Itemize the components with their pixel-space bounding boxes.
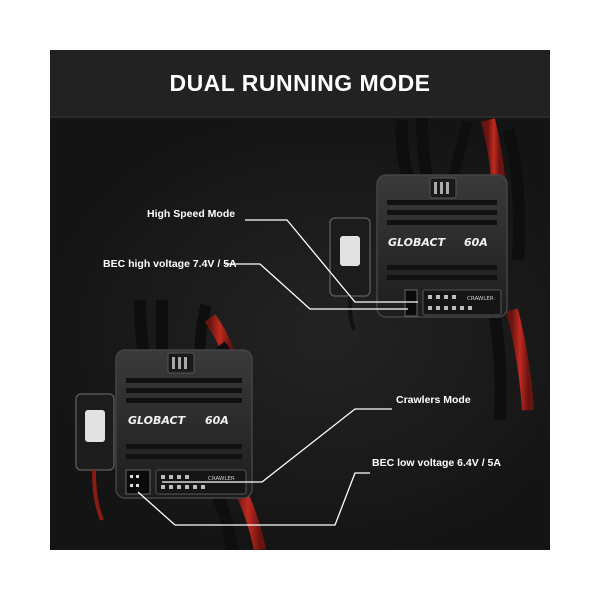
esc-top-rating: 60A: [464, 236, 488, 249]
esc-bottom-switch: [85, 410, 105, 442]
esc-bottom-brand: GLOBACT: [128, 414, 187, 427]
page-title: DUAL RUNNING MODE: [169, 69, 431, 96]
callout-bec-high-voltage: BEC high voltage 7.4V / 5A: [103, 258, 237, 270]
product-image-frame: DUAL RUNNING MODE: [50, 50, 550, 550]
title-banner: DUAL RUNNING MODE: [50, 50, 550, 118]
esc-top-brand: GLOBACT: [388, 236, 447, 249]
callout-bec-low-voltage: BEC low voltage 6.4V / 5A: [372, 457, 501, 469]
esc-bottom-header-label: CRAWLER: [208, 476, 235, 482]
callout-line-high-speed: [245, 219, 418, 303]
callout-line-bec-high: [225, 263, 408, 310]
esc-top-switch: [340, 236, 360, 266]
callout-line-crawlers: [162, 408, 392, 483]
esc-top: GLOBACT 60A CRAWLER: [329, 117, 534, 421]
esc-bottom: GLOBACT 60A CRAWLER: [75, 299, 266, 550]
callout-high-speed-mode: High Speed Mode: [147, 208, 236, 220]
esc-bottom-rating: 60A: [205, 414, 229, 427]
esc-illustration: GLOBACT 60A CRAWLER: [75, 117, 534, 550]
esc-top-header-label: CRAWLER: [467, 296, 494, 302]
callout-lines: [137, 219, 418, 526]
callout-line-bec-low: [137, 472, 370, 526]
callout-crawlers-mode: Crawlers Mode: [396, 394, 471, 406]
